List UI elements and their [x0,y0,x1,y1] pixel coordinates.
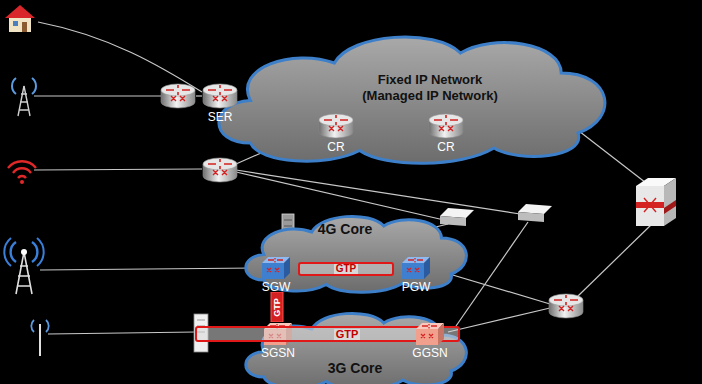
wifi-icon [8,161,36,184]
router-node: SER [200,82,240,124]
gateway-icon [261,256,291,280]
firewall-icon [636,178,676,226]
gateway-node: SGW [258,256,294,294]
node-label: CR [437,140,454,154]
gtp-tunnel: GTP [270,292,284,322]
core-cloud: 4G CoreSGW GTP PGW [235,205,475,295]
node-label: SER [208,110,233,124]
house-icon [5,5,35,32]
router-icon [428,112,464,140]
gateway-node: GGSN [412,322,448,360]
node-label: SGSN [261,346,295,360]
node-label: GTP [334,264,359,274]
gateway-node: PGW [398,256,434,294]
node-label: GTP [334,329,361,340]
router-icon [318,112,354,140]
node-label: GGSN [412,346,447,360]
router-node: CR [426,112,466,154]
gtp-tunnel: GTP [298,262,394,276]
router-icon [202,82,238,110]
gateway-icon [415,322,445,346]
network-cloud: Fixed IP Network (Managed IP Network) CR C… [200,18,620,168]
antenna-icon [31,320,48,356]
node-label: Fixed IP Network (Managed IP Network) [350,18,510,103]
gateway-box [440,204,552,226]
router-node: CR [316,112,356,154]
gateway-icon [401,256,431,280]
core-cloud: 3G CoreSGSNGTPGGSN [235,302,475,384]
node-label: CR [327,140,344,154]
link-lines [34,22,652,334]
node-label: 4G Core [305,205,385,238]
lte-tower-icon [4,238,43,294]
cell-tower-icon [12,78,36,116]
node-label: PGW [402,280,431,294]
node-label: GTP [273,298,282,317]
